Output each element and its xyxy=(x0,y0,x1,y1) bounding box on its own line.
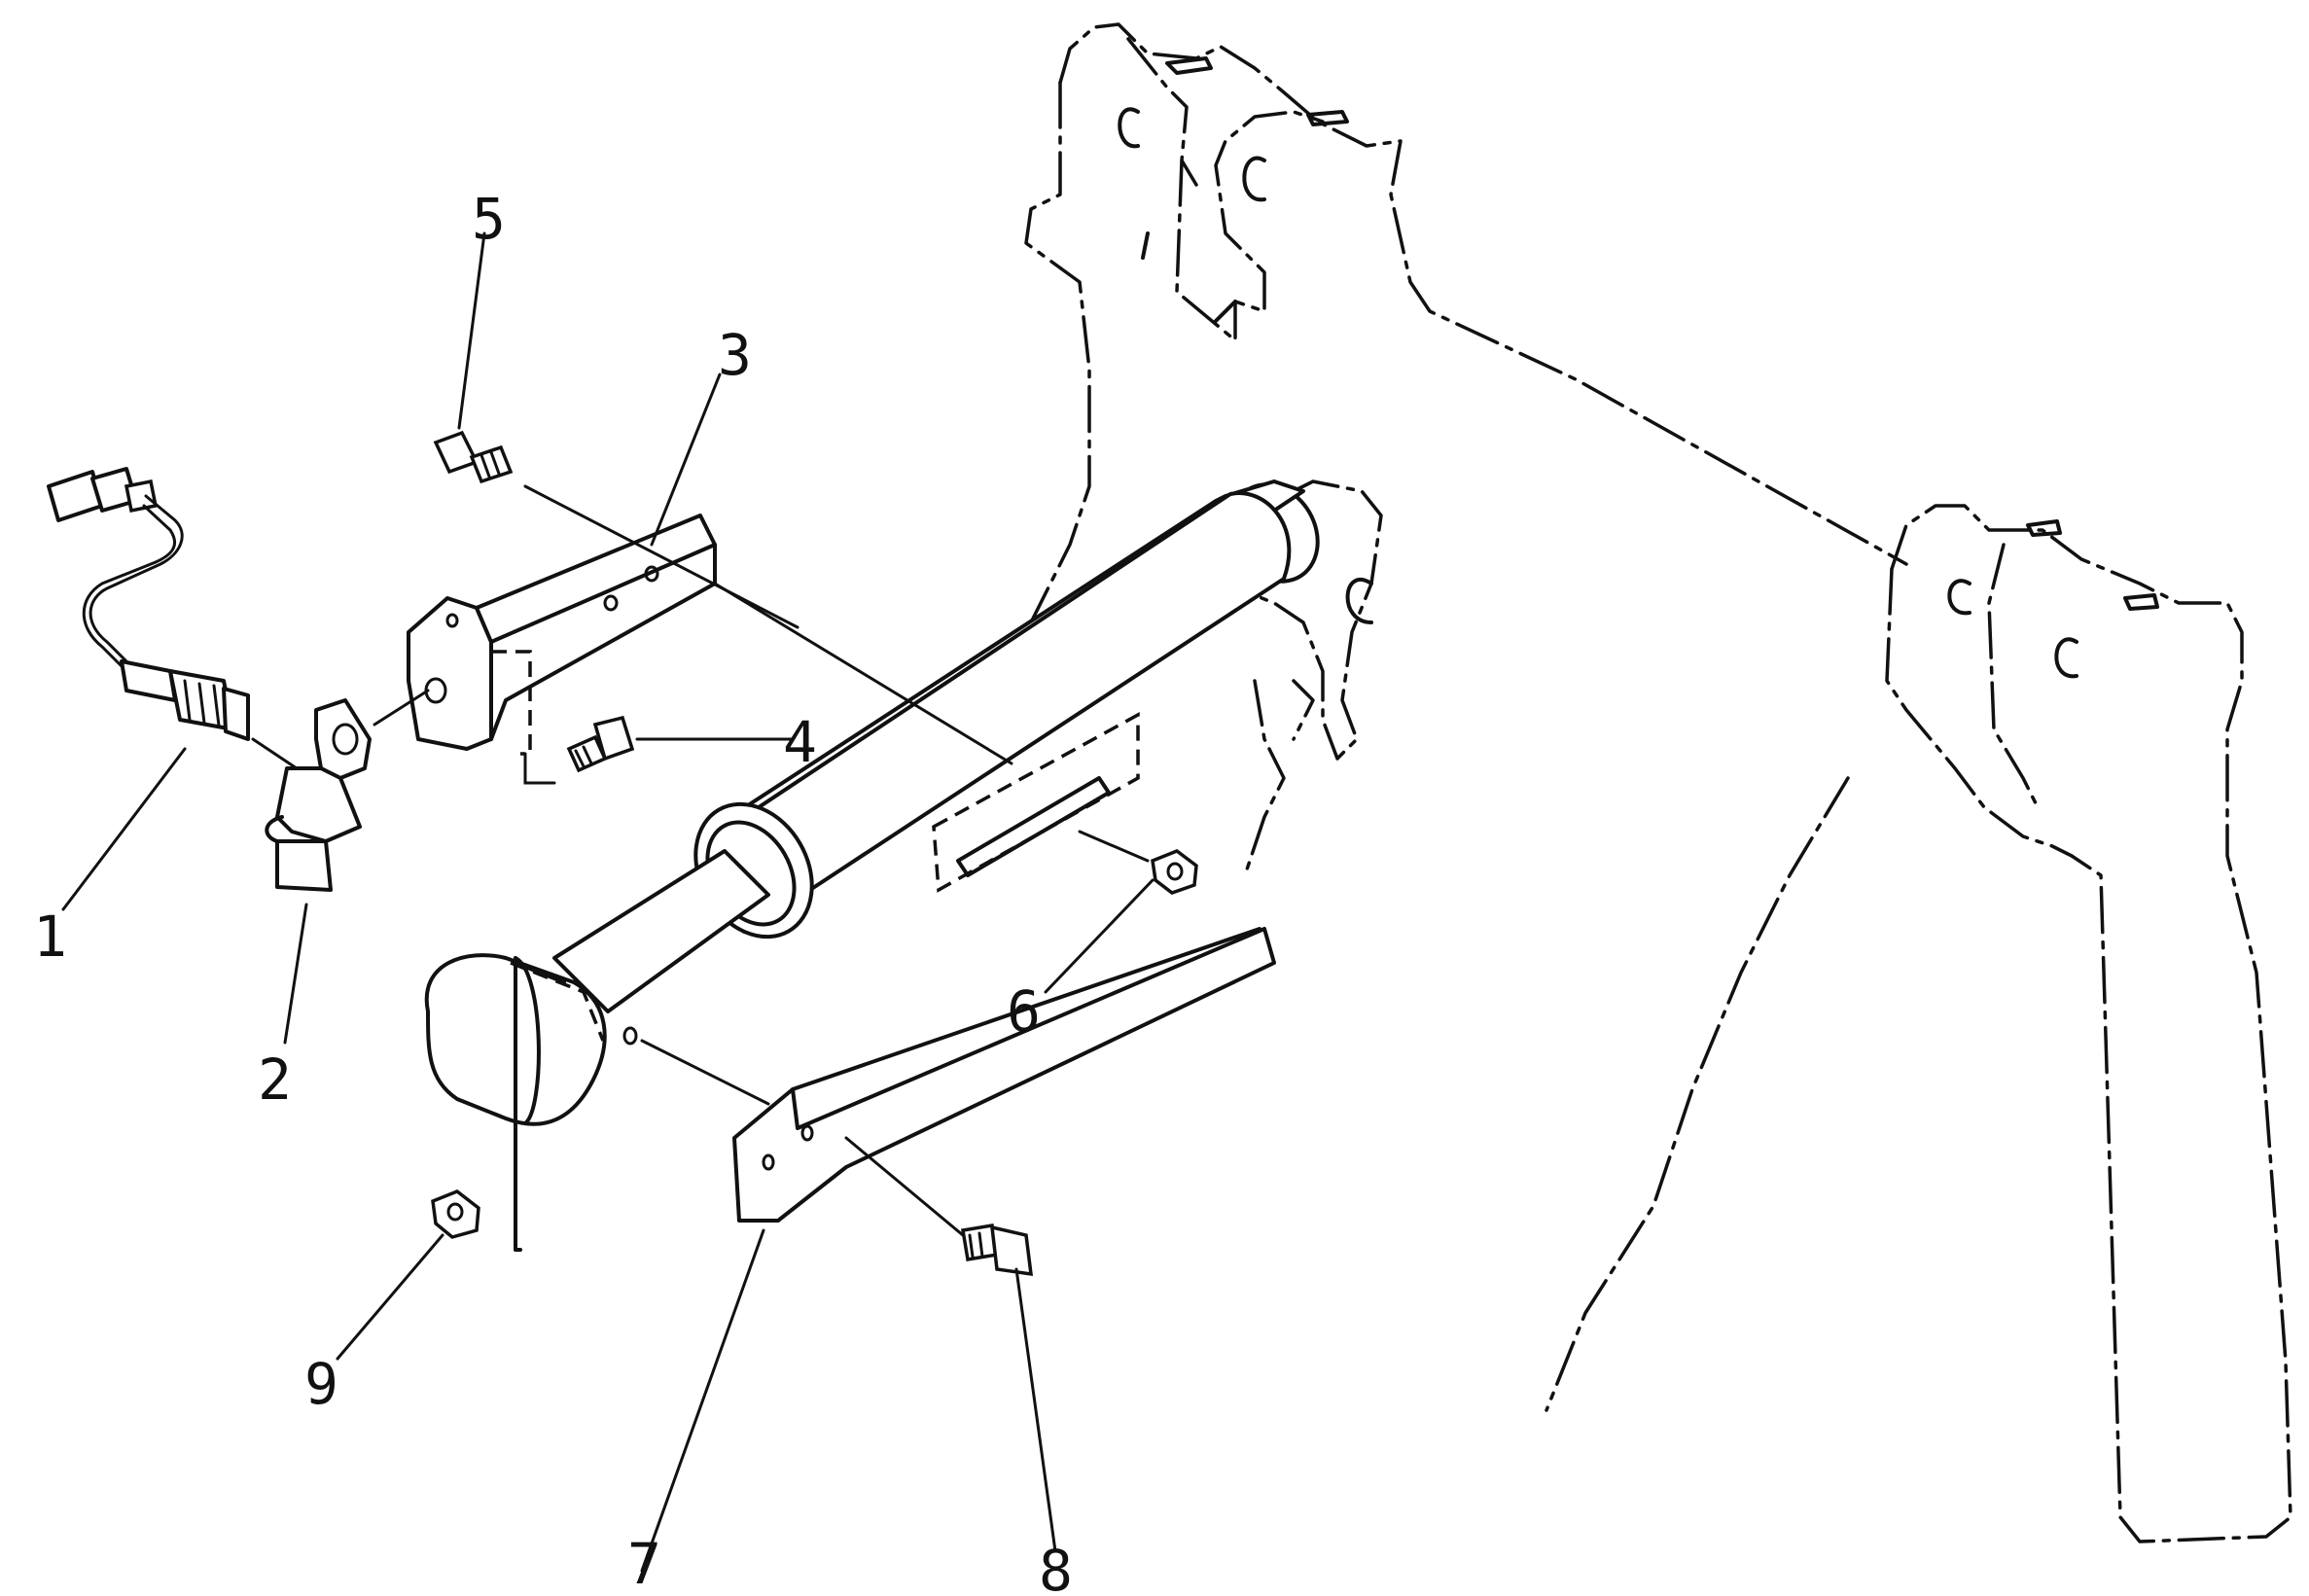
callout-4: 4 xyxy=(783,709,817,775)
part-2-sensor-clip xyxy=(265,698,372,892)
part-number-callouts: 1 2 3 4 5 6 7 8 9 xyxy=(33,186,1073,1596)
part-9-nut xyxy=(431,1189,480,1239)
part-1-proximity-switch xyxy=(47,467,250,741)
part-4-bolt xyxy=(566,715,635,773)
part-5-bolt xyxy=(433,430,514,484)
callout-1: 1 xyxy=(33,904,67,970)
callout-6: 6 xyxy=(1007,978,1041,1045)
part-6-nut xyxy=(1151,849,1198,895)
part-7-lower-bracket xyxy=(732,927,1276,1223)
part-3-upper-bracket xyxy=(407,514,717,785)
part-8-bolt xyxy=(960,1223,1034,1277)
callout-9: 9 xyxy=(304,1351,338,1417)
assembly-lines xyxy=(251,484,1150,1252)
upper-boom-bracket xyxy=(961,22,1908,702)
callout-leader-lines xyxy=(61,231,1154,1573)
callout-7: 7 xyxy=(627,1531,661,1596)
callout-8: 8 xyxy=(1039,1538,1073,1596)
sensor-target-plate xyxy=(932,712,1140,893)
right-boom-bracket xyxy=(1545,504,2292,1543)
callout-5: 5 xyxy=(472,186,506,252)
callout-3: 3 xyxy=(718,322,752,388)
hydraulic-cylinder xyxy=(424,479,1383,1126)
callout-2: 2 xyxy=(258,1046,292,1113)
